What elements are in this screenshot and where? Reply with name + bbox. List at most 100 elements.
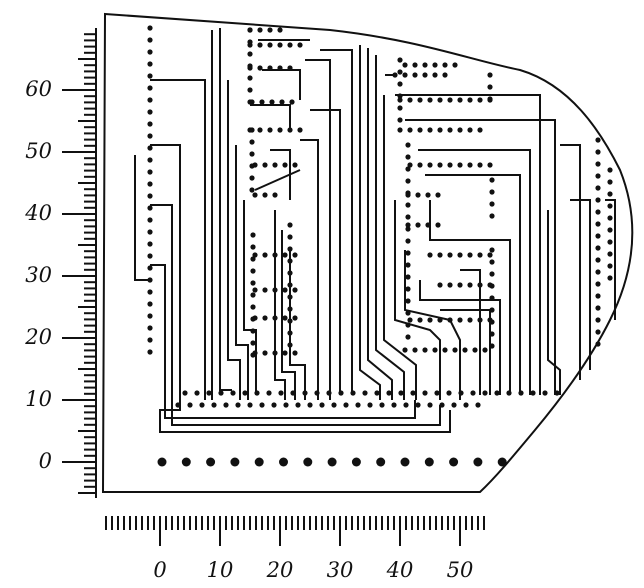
pad [147, 133, 153, 139]
pad [435, 222, 441, 228]
pad [607, 179, 613, 185]
trace [134, 155, 150, 281]
pad [462, 347, 468, 353]
pad [415, 222, 421, 228]
trace [425, 174, 521, 395]
pad [303, 457, 313, 467]
pad [338, 390, 344, 396]
x-tick-label: 40 [386, 558, 414, 582]
pad [249, 163, 255, 169]
trace [367, 48, 393, 400]
pad [249, 187, 255, 193]
pad [417, 317, 423, 323]
pad [405, 286, 411, 292]
pad [278, 390, 284, 396]
pad [206, 390, 212, 396]
pad [489, 343, 495, 349]
pad [422, 62, 428, 68]
bottom-ruler [105, 516, 485, 546]
pad [247, 63, 253, 69]
pad [302, 390, 308, 396]
pad [554, 390, 560, 396]
pad [432, 347, 438, 353]
pad [249, 151, 255, 157]
pad [250, 256, 256, 262]
pad [437, 127, 443, 133]
pad [247, 402, 253, 408]
trace [254, 169, 301, 191]
pad [230, 390, 236, 396]
pad [595, 245, 601, 251]
pad [262, 315, 268, 321]
pad [147, 37, 153, 43]
pad [250, 244, 256, 250]
pad [489, 295, 495, 301]
trace [262, 69, 301, 100]
pad [417, 97, 423, 103]
trace [547, 210, 561, 395]
pad [482, 390, 488, 396]
pad [147, 325, 153, 331]
pad [607, 203, 613, 209]
trace [418, 149, 531, 395]
pad [247, 99, 253, 105]
pad [250, 292, 256, 298]
pad [487, 96, 493, 102]
trace-layer [134, 28, 616, 433]
pad [437, 282, 443, 288]
pad [437, 162, 443, 168]
pad [287, 294, 293, 300]
pad [477, 97, 483, 103]
pad [147, 349, 153, 355]
y-tick-label: 0 [38, 449, 52, 473]
pad [477, 282, 483, 288]
pad [282, 350, 288, 356]
pad [405, 322, 411, 328]
pad [267, 27, 273, 33]
pad [147, 229, 153, 235]
pad [595, 293, 601, 299]
pad [407, 162, 413, 168]
pad [607, 263, 613, 269]
pad [249, 139, 255, 145]
pad [272, 252, 278, 258]
pad [437, 317, 443, 323]
pad [147, 181, 153, 187]
pad [262, 350, 268, 356]
pad [247, 39, 253, 45]
pad [250, 340, 256, 346]
pad [405, 178, 411, 184]
pad [223, 402, 229, 408]
pad [257, 127, 263, 133]
pad [402, 72, 408, 78]
pad [181, 457, 191, 467]
y-tick-label: 30 [25, 263, 52, 287]
pad [147, 157, 153, 163]
pad [343, 402, 349, 408]
trace [359, 45, 381, 400]
pad [307, 402, 313, 408]
trace [605, 199, 616, 320]
pad [287, 282, 293, 288]
pad [287, 246, 293, 252]
pad [287, 342, 293, 348]
pad [402, 347, 408, 353]
pad [595, 185, 601, 191]
pad [437, 252, 443, 258]
y-tick-label: 20 [25, 325, 52, 349]
pad [218, 390, 224, 396]
pad [595, 173, 601, 179]
pad [607, 275, 613, 281]
pad [595, 257, 601, 263]
pad [386, 390, 392, 396]
pad [147, 277, 153, 283]
pad [272, 192, 278, 198]
pad [147, 313, 153, 319]
pad [147, 73, 153, 79]
pad [487, 162, 493, 168]
pad [467, 282, 473, 288]
pad [257, 65, 263, 71]
trace [395, 94, 541, 395]
pad [147, 289, 153, 295]
pad [331, 402, 337, 408]
